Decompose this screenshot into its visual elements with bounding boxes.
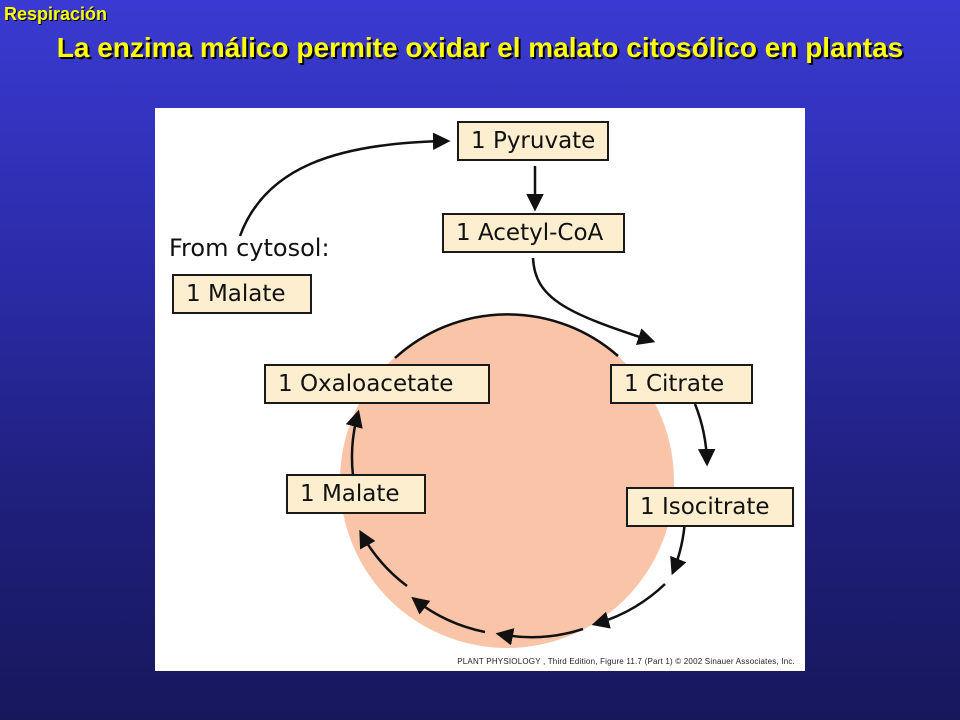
arrow-step-3 [591, 583, 666, 629]
cytosol-malate-box: 1 Malate [172, 274, 312, 314]
acetyl-coa-box: 1 Acetyl-CoA [442, 213, 625, 253]
oxaloacetate-box: 1 Oxaloacetate [264, 364, 490, 404]
slide-title: La enzima málico permite oxidar el malat… [56, 32, 904, 63]
cycle-malate-box: 1 Malate [286, 474, 426, 514]
from-cytosol-label: From cytosol: [169, 234, 330, 262]
arrow-step-4 [495, 627, 584, 646]
figure-credit: PLANT PHYSIOLOGY , Third Edition, Figure… [457, 657, 795, 666]
cycle-arc-top [394, 313, 619, 359]
pyruvate-box: 1 Pyruvate [457, 121, 609, 161]
arrow-malate-to-pyruvate [238, 132, 451, 237]
arrow-step-5 [411, 596, 486, 634]
arrow-step-to-malate [359, 529, 408, 587]
isocitrate-box: 1 Isocitrate [626, 487, 794, 527]
arrow-citrate-to-isocitrate [693, 403, 716, 467]
section-label: Respiración [4, 4, 108, 24]
figure-panel: From cytosol: 1 Pyruvate 1 Acetyl-CoA 1 … [155, 108, 805, 671]
arrow-isocitrate-to-step [670, 519, 687, 576]
citrate-box: 1 Citrate [610, 364, 753, 404]
arrow-acetylcoa-to-citrate [531, 257, 656, 346]
